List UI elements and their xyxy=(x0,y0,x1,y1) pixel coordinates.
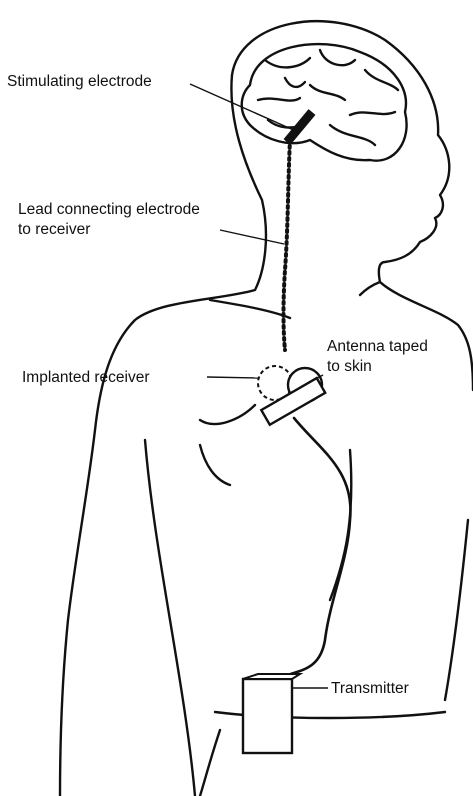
torso-right-outline xyxy=(445,520,468,700)
armpit-line xyxy=(200,445,230,485)
inner-arm-outline xyxy=(145,440,195,796)
label-stimulating-electrode: Stimulating electrode xyxy=(7,72,152,91)
transmitter-box xyxy=(243,679,292,753)
label-lead-line1: Lead connecting electrode xyxy=(18,200,200,219)
chin-line xyxy=(360,282,380,295)
clavicle-line xyxy=(210,300,290,318)
label-implanted-receiver: Implanted receiver xyxy=(22,368,150,387)
transmitter-cable xyxy=(285,418,350,676)
lower-leg-outline xyxy=(200,730,220,796)
label-transmitter: Transmitter xyxy=(331,679,409,698)
leader-receiver xyxy=(207,377,258,378)
body-outline xyxy=(232,21,473,390)
label-antenna-line1: Antenna taped xyxy=(327,337,428,356)
back-neck-outline xyxy=(60,75,266,796)
label-lead-line2: to receiver xyxy=(18,220,90,239)
leader-lead xyxy=(220,230,284,244)
chest-line xyxy=(200,405,255,424)
label-antenna-line2: to skin xyxy=(327,357,372,376)
